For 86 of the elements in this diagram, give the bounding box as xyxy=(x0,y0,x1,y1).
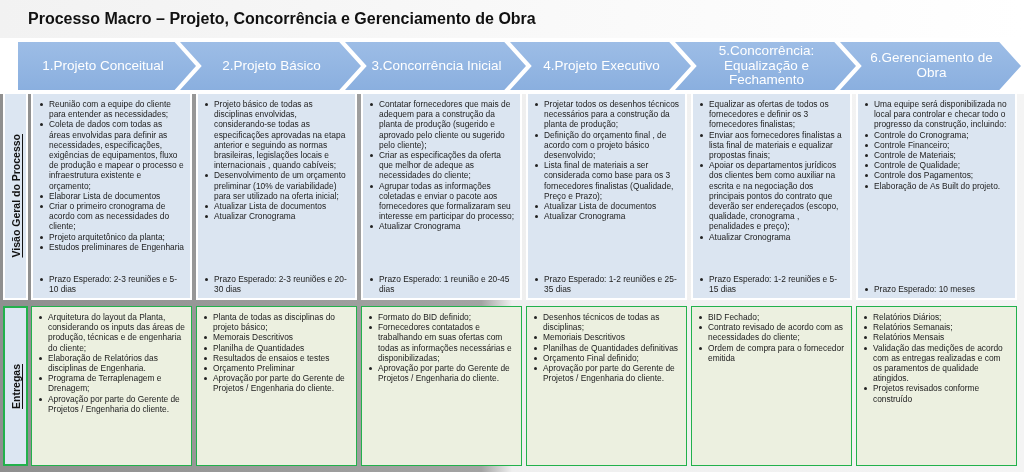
bullet-text: Controle Financeiro; xyxy=(874,139,950,150)
bullet-text: Relatórios Semanais; xyxy=(873,322,953,333)
bullet-text: Prazo Esperado: 1-2 reuniões e 25-35 dias xyxy=(544,273,678,294)
bullet-text: Atualizar Cronograma xyxy=(544,211,626,222)
process-box xyxy=(691,92,852,300)
bullet-text: Elaborar Lista de documentos xyxy=(49,190,161,202)
bullet-text: Enviar aos fornecedores finalistas a lista final de materiais e equalizar propostas finais; xyxy=(709,129,843,161)
bullet-text: Aprovação por parte do Gerente de Projetos / Engenharia do cliente. xyxy=(213,373,346,394)
bullet-text: Atualizar Cronograma xyxy=(709,231,791,242)
bullet-text: Projetos revisados conforme construído xyxy=(873,383,981,404)
bullet-text: Projeto arquitetônico da planta; xyxy=(49,231,165,242)
bullet-text: Relatórios Diários; xyxy=(873,312,942,323)
bullet-text: Criar as especificações da oferta que melhor de adeque as necessidades do cliente; xyxy=(379,150,502,181)
bullet-text: Coleta de dados com todas as áreas envolvidas para definir as necessidades, especificações, exigências de equipamentos, fluxo de produção e mapear o processo e infraestrutura existente e orçamento; xyxy=(49,119,184,191)
bullet-text: Planilhas de Quantidades definitivas xyxy=(543,342,679,353)
deliverables-box xyxy=(691,306,852,466)
bullet-text: Atualizar Cronograma xyxy=(214,211,296,222)
bullet-text: Prazo Esperado: 2-3 reuniões e 5-10 dias xyxy=(49,273,179,294)
bullet-text: Prazo Esperado: 1-2 reuniões e 5-15 dias xyxy=(709,273,839,294)
bullet-text: Contatar fornecedores que mais de adequem para a construção da planta de produção (sugerido e aprovado pelo cliente ou sugerido pelo cliente); xyxy=(379,99,512,150)
deliverables-box xyxy=(361,306,522,466)
deliverables-box xyxy=(196,306,357,466)
bullet-text: Controle de Materiais; xyxy=(874,150,956,161)
bullet-text: Agrupar todas as informações coletadas e enviar o pacote aos fornecedores que formalizaram seu interesse em participar do processo; xyxy=(379,180,514,222)
deliverables-box xyxy=(31,306,192,466)
bullet-text: Planta de todas as disciplinas do projeto básico; xyxy=(213,312,336,333)
step-title: 1.Projeto Conceitual xyxy=(42,58,164,74)
bullet-text: Orçamento Final definido; xyxy=(543,352,639,363)
bullet-text: Desenhos técnicos de todas as disciplinas; xyxy=(543,312,661,333)
bullet-text: Aprovação por parte do Gerente de Projetos / Engenharia do cliente. xyxy=(48,393,181,415)
bullet-text: Contrato revisado de acordo com as necessidades do cliente; xyxy=(708,322,844,343)
bullet-text: Equalizar as ofertas de todos os fornecedores e definir os 3 fornecedores finalistas; xyxy=(709,99,830,130)
bullet-text: Criar o primeiro cronograma de acordo com as necessidades do cliente; xyxy=(49,201,171,232)
bullet-text: Lista final de materiais a ser considerada como base para os 3 fornecedores finalistas (Qualidade, Preço e Prazo); xyxy=(544,160,675,202)
bullet-text: Definição do orçamento final , de acordo com o projeto básico desenvolvido; xyxy=(544,129,668,161)
chevron-step xyxy=(18,42,196,90)
bullet-text: Estudos preliminares de Engenharia xyxy=(49,241,184,253)
bullet-text: Reunião com a equipe do cliente para entender as necessidades; xyxy=(49,99,172,120)
bullet-text: Atualizar Cronograma xyxy=(379,221,461,232)
bullet-text: Uma equipe será disponibilizada no local para controlar e checar todo o progresso da construção, incluindo: xyxy=(874,99,1008,130)
step-title: 5.Concorrência: Equalização e Fechamento xyxy=(717,43,816,89)
bullet-text: Elaboração de Relatórios das disciplinas de Engenharia. xyxy=(48,352,159,374)
bullet-text: Resultados de ensaios e testes xyxy=(213,352,330,363)
bullet-text: Orçamento Preliminar xyxy=(213,363,295,374)
bullet-text: Controle dos Pagamentos; xyxy=(874,170,974,181)
bullet-text: Programa de Terraplenagem e Drenagem; xyxy=(48,373,163,394)
bullet-text: Desenvolvimento de um orçamento preliminar (10% de variabilidade) para ser utilizado na oferta inicial; xyxy=(214,170,347,202)
row-header xyxy=(3,92,28,300)
bullet-text: Fornecedores contatados e trabalhando em suas ofertas com todas as informações necessárias e disponibilizadas; xyxy=(378,322,513,363)
process-box xyxy=(856,92,1017,300)
bullet-text: Prazo Esperado: 1 reunião e 20-45 dias xyxy=(379,273,511,294)
bullet-text: Controle do Cronograma; xyxy=(874,129,969,140)
process-box xyxy=(361,92,522,300)
bullet-text: Ordem de compra para o fornecedor emitida xyxy=(708,342,845,363)
step-title: 4.Projeto Executivo xyxy=(543,58,660,74)
step-title: 2.Projeto Básico xyxy=(222,58,321,74)
bullet-text: Planilha de Quantidades xyxy=(213,342,305,353)
bullet-text: Projetar todos os desenhos técnicos necessários para a construção da planta de produção; xyxy=(544,99,679,130)
row-title: Entregas xyxy=(9,363,22,409)
bullet-text: Elaboração de As Built do projeto. xyxy=(874,180,1001,191)
bullet-text: Prazo Esperado: 2-3 reuniões e 20-30 dias xyxy=(214,273,348,294)
process-box xyxy=(526,92,687,300)
bullet-text: Memorais Descritivos xyxy=(213,332,294,343)
bullet-text: Aprovação por parte do Gerente de Projetos / Engenharia do cliente. xyxy=(543,363,676,384)
bullet-text: Arquitetura do layout da Planta, considerando os inputs das áreas de produção, técnicas e de engenharia do cliente; xyxy=(48,312,185,353)
diagram-title: Processo Macro – Projeto, Concorrência e Gerenciamento de Obra xyxy=(28,10,536,28)
bullet-text: Validação das medições de acordo com as entregas realizadas e com os paramentos de qualidade atingidos. xyxy=(873,342,1004,384)
bullet-text: Aprovação por parte do Gerente de Projetos / Engenharia do cliente. xyxy=(378,363,511,384)
process-box xyxy=(196,92,357,300)
row-header xyxy=(3,306,28,466)
bullet-text: Relatórios Mensais xyxy=(873,332,945,343)
bullet-text: Atualizar Lista de documentos xyxy=(214,201,327,212)
bullet-text: Controle de Qualidade; xyxy=(874,160,961,171)
bullet-text: Projeto básico de todas as disciplinas envolvidas, considerando-se todas as especificações aprovadas na etapa anterior e seguindo as normas brasileiras, legislações locais e internacionais , quando cabíveis; xyxy=(214,99,347,171)
bullet-text: BID Fechado; xyxy=(708,312,760,323)
process-box xyxy=(31,92,192,300)
deliverables-box xyxy=(856,306,1017,466)
bullet-text: Prazo Esperado: 10 meses xyxy=(874,283,976,294)
bullet-text: Apoiar os departamentos jurídicos dos clientes bem como auxiliar na escrita e na negociação dos principais pontos do contrato que deverão ser endereçados (escopo, qualidade, cronograma , penalidades e preço); xyxy=(709,160,840,232)
deliverables-box xyxy=(526,306,687,466)
step-title: 3.Concorrência Inicial xyxy=(371,58,502,74)
bullet-text: Formato do BID definido; xyxy=(378,312,472,323)
bullet-text: Atualizar Lista de documentos xyxy=(544,201,657,212)
step-title: 6.Gerenciamento de Obra xyxy=(869,51,994,81)
bullet-text: Memoriais Descritivos xyxy=(543,332,625,343)
row-title: Visão Geral do Processo xyxy=(9,134,22,258)
